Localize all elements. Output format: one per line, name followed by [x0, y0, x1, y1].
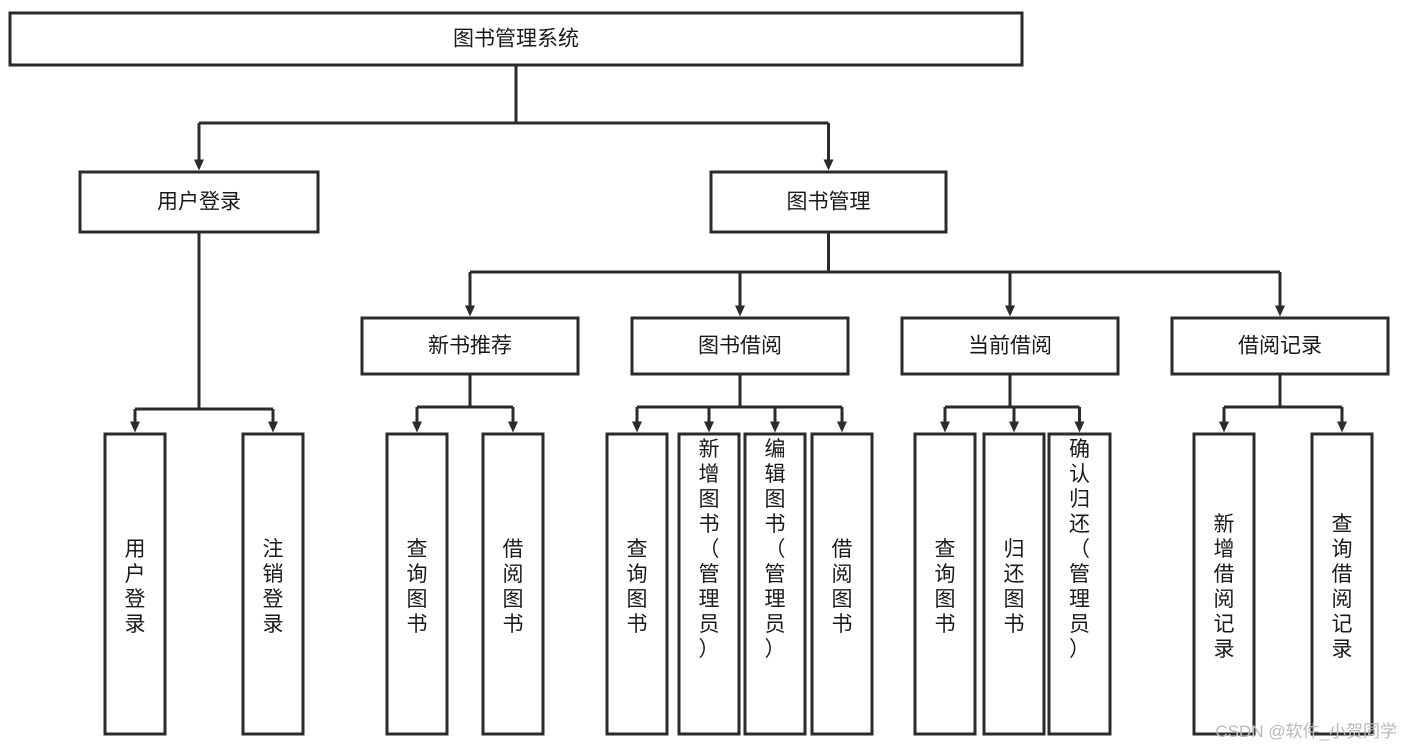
node-leaf-edit-book[interactable]: 编辑图书（管理员）: [743, 432, 807, 736]
node-label-leaf-add-book: 新增图书（管理员）: [699, 438, 720, 661]
node-box-leaf-borrow-book-1: [481, 432, 545, 736]
node-label-leaf-borrow-book-1: 借阅图书: [503, 538, 524, 636]
node-box-leaf-query-book-3: [913, 432, 977, 736]
nodes-layer: 图书管理系统用户登录图书管理新书推荐图书借阅当前借阅借阅记录用户登录注销登录查询…: [8, 11, 1390, 736]
node-label-current-borrow: 当前借阅: [968, 335, 1052, 358]
node-label-borrow-record: 借阅记录: [1238, 335, 1322, 358]
node-box-leaf-confirm-return: [1047, 432, 1112, 736]
node-box-leaf-edit-book: [743, 432, 807, 736]
node-label-leaf-query-record: 查询借阅记录: [1332, 513, 1353, 661]
node-box-leaf-query-book-1: [385, 432, 449, 736]
node-leaf-confirm-return[interactable]: 确认归还（管理员）: [1047, 432, 1112, 736]
node-box-leaf-return-book: [982, 432, 1046, 736]
node-leaf-query-record[interactable]: 查询借阅记录: [1310, 432, 1374, 736]
node-box-leaf-query-record: [1310, 432, 1374, 736]
node-box-borrow-record: [1170, 316, 1390, 376]
node-leaf-borrow-book-2[interactable]: 借阅图书: [810, 432, 874, 736]
node-label-book-borrow: 图书借阅: [698, 335, 782, 358]
node-box-leaf-logout: [241, 432, 305, 736]
node-current-borrow[interactable]: 当前借阅: [900, 316, 1120, 376]
node-label-leaf-logout: 注销登录: [263, 538, 284, 636]
node-leaf-user-login[interactable]: 用户登录: [103, 432, 167, 736]
watermark-text: CSDN @软件_小贺同学: [1215, 722, 1397, 741]
node-label-leaf-borrow-book-2: 借阅图书: [832, 538, 853, 636]
node-label-book-manage: 图书管理: [787, 191, 871, 214]
node-box-leaf-query-book-2: [605, 432, 669, 736]
node-box-leaf-user-login: [103, 432, 167, 736]
node-book-manage[interactable]: 图书管理: [709, 170, 948, 234]
node-label-leaf-user-login: 用户登录: [125, 538, 146, 636]
node-book-borrow[interactable]: 图书借阅: [630, 316, 850, 376]
node-leaf-add-record[interactable]: 新增借阅记录: [1192, 432, 1256, 736]
node-label-leaf-query-book-3: 查询图书: [935, 538, 956, 636]
node-label-user-login: 用户登录: [157, 191, 241, 214]
node-leaf-return-book[interactable]: 归还图书: [982, 432, 1046, 736]
node-label-root: 图书管理系统: [453, 28, 579, 51]
node-label-leaf-query-book-1: 查询图书: [407, 538, 428, 636]
node-leaf-query-book-3[interactable]: 查询图书: [913, 432, 977, 736]
node-user-login[interactable]: 用户登录: [78, 170, 320, 234]
node-box-new-book-rec: [360, 316, 580, 376]
node-box-leaf-add-book: [677, 432, 741, 736]
node-label-leaf-query-book-2: 查询图书: [627, 538, 648, 636]
node-label-leaf-add-record: 新增借阅记录: [1214, 513, 1235, 661]
node-leaf-query-book-1[interactable]: 查询图书: [385, 432, 449, 736]
node-borrow-record[interactable]: 借阅记录: [1170, 316, 1390, 376]
node-box-leaf-add-record: [1192, 432, 1256, 736]
node-root[interactable]: 图书管理系统: [8, 11, 1024, 67]
node-leaf-query-book-2[interactable]: 查询图书: [605, 432, 669, 736]
node-box-book-manage: [709, 170, 948, 234]
node-box-root: [8, 11, 1024, 67]
node-label-leaf-edit-book: 编辑图书（管理员）: [765, 438, 786, 661]
node-leaf-add-book[interactable]: 新增图书（管理员）: [677, 432, 741, 736]
node-leaf-logout[interactable]: 注销登录: [241, 432, 305, 736]
node-box-leaf-borrow-book-2: [810, 432, 874, 736]
node-leaf-borrow-book-1[interactable]: 借阅图书: [481, 432, 545, 736]
node-label-leaf-confirm-return: 确认归还（管理员）: [1069, 438, 1090, 661]
node-label-leaf-return-book: 归还图书: [1004, 538, 1025, 636]
node-box-book-borrow: [630, 316, 850, 376]
node-box-user-login: [78, 170, 320, 234]
node-label-new-book-rec: 新书推荐: [428, 335, 512, 358]
node-box-current-borrow: [900, 316, 1120, 376]
node-new-book-rec[interactable]: 新书推荐: [360, 316, 580, 376]
edges-layer: [130, 65, 1347, 433]
